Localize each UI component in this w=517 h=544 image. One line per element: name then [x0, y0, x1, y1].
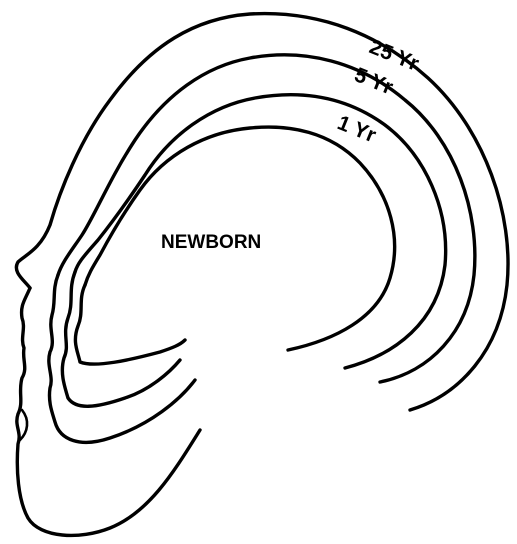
chin-25-years [20, 410, 27, 440]
label-5-years: 5 Yr [351, 63, 396, 99]
label-newborn: NEWBORN [161, 232, 261, 253]
face-1-year [62, 272, 180, 406]
outline-5-years [49, 55, 475, 442]
vault-25-years [16, 14, 508, 410]
face-newborn [75, 285, 185, 364]
face-25-years [17, 288, 200, 535]
